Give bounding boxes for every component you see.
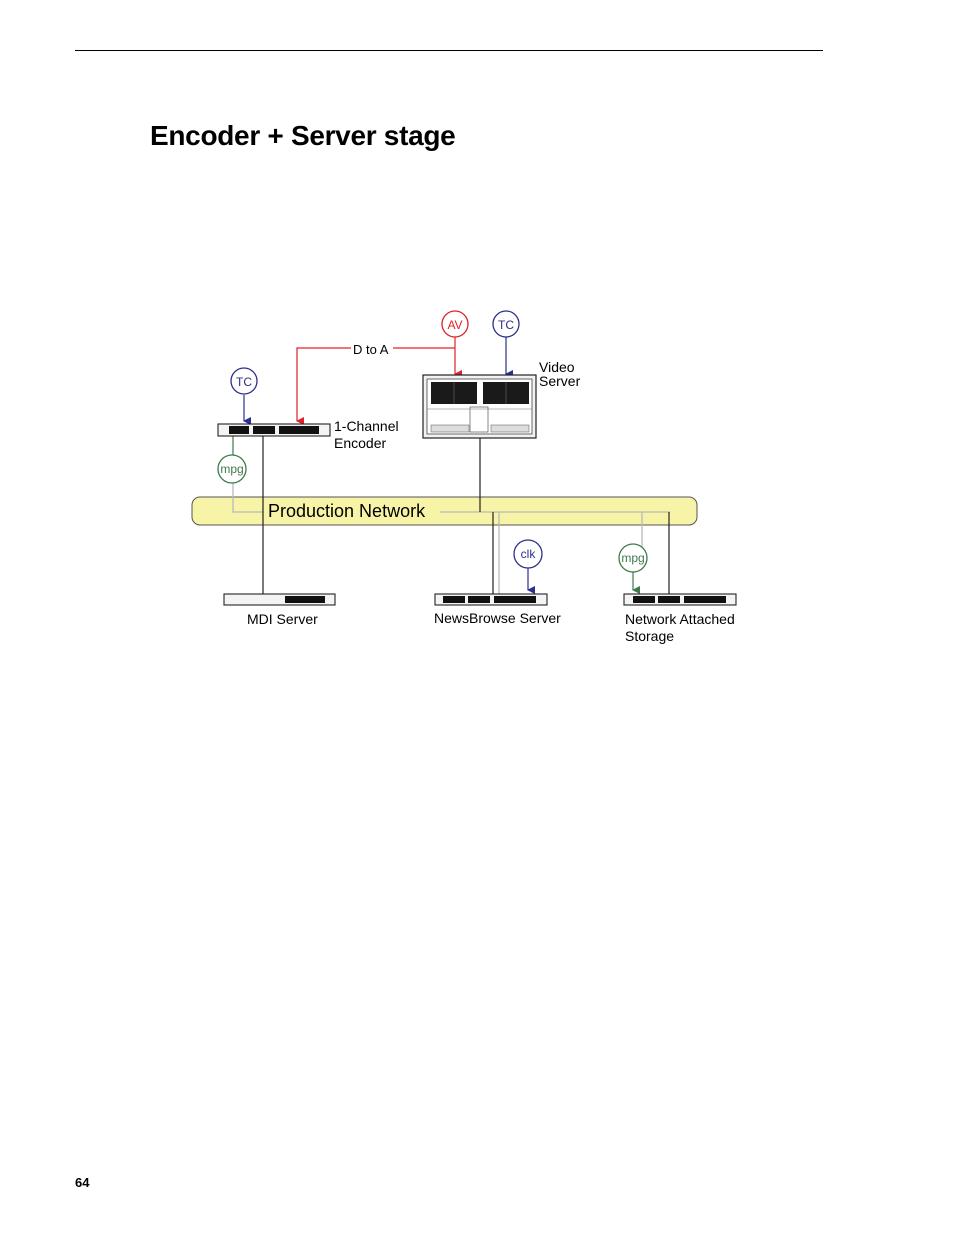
d-to-a-label: D to A [353,342,389,357]
tc-badge-encoder: TC [236,375,252,389]
device-lines [262,436,670,595]
nas-device [623,593,737,606]
mpg-badge-nas: mpg [621,551,644,565]
page-number: 64 [75,1175,90,1190]
nas-label-line2: Storage [625,628,674,644]
newsbrowse-server-label: NewsBrowse Server [434,610,561,626]
tc-encoder-signal: TC [230,367,258,425]
clk-badge: clk [521,547,537,561]
network-lines [232,483,670,595]
encoder-label-line1: 1-Channel [334,418,399,434]
mpg-badge-encoder: mpg [220,462,243,476]
production-network-label: Production Network [268,501,426,521]
d-to-a-connection: D to A [296,342,455,425]
encoder-device [217,423,331,437]
tc-video-signal: TC [492,310,520,378]
header-rule [75,50,823,51]
av-signal: AV [441,310,469,378]
clk-signal: clk [513,539,543,594]
mpg-encoder-signal: mpg [217,436,247,484]
encoder-label-line2: Encoder [334,435,386,451]
tc-badge-video: TC [498,318,514,332]
newsbrowse-server-device [434,593,548,606]
video-server-device [422,374,537,439]
mdi-server-device [223,593,336,606]
video-server-label-line2: Server [539,373,581,389]
av-badge: AV [447,318,462,332]
mpg-nas-signal: mpg [618,543,648,594]
mdi-server-label: MDI Server [247,611,318,627]
video-server-label-line1: Video [539,359,575,375]
production-network: Production Network [191,496,698,526]
nas-label-line1: Network Attached [625,611,735,627]
page-title: Encoder + Server stage [150,120,456,151]
